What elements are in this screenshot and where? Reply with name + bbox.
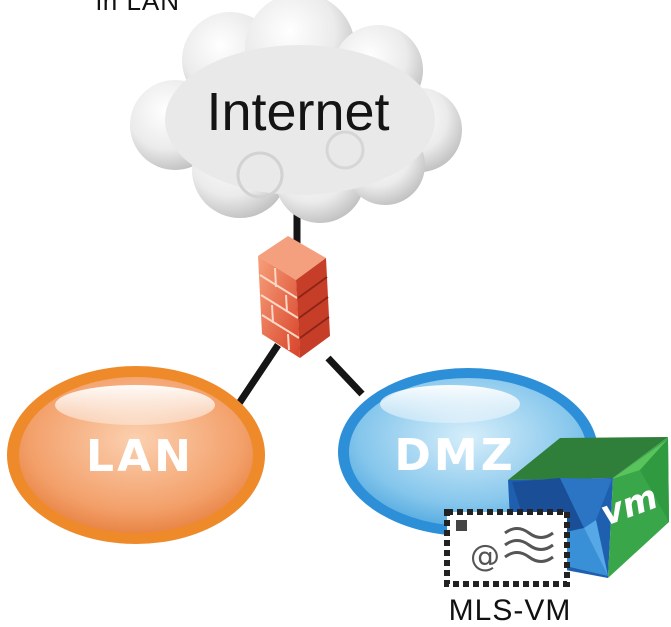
mail-at-symbol: @: [470, 539, 500, 574]
firewall-icon: [258, 236, 330, 358]
cloud-icon: [130, 0, 462, 223]
internet-label: Internet: [206, 82, 389, 142]
mls-vm-label: MLS-VM: [449, 594, 572, 622]
dmz-label: DMZ: [394, 430, 515, 481]
lan-zone: [7, 366, 265, 544]
link-firewall-lan: [235, 343, 281, 407]
mail-icon: [444, 509, 570, 587]
link-firewall-dmz: [325, 355, 365, 397]
lan-label: LAN: [86, 431, 194, 482]
top-caption: in LAN: [96, 0, 181, 16]
